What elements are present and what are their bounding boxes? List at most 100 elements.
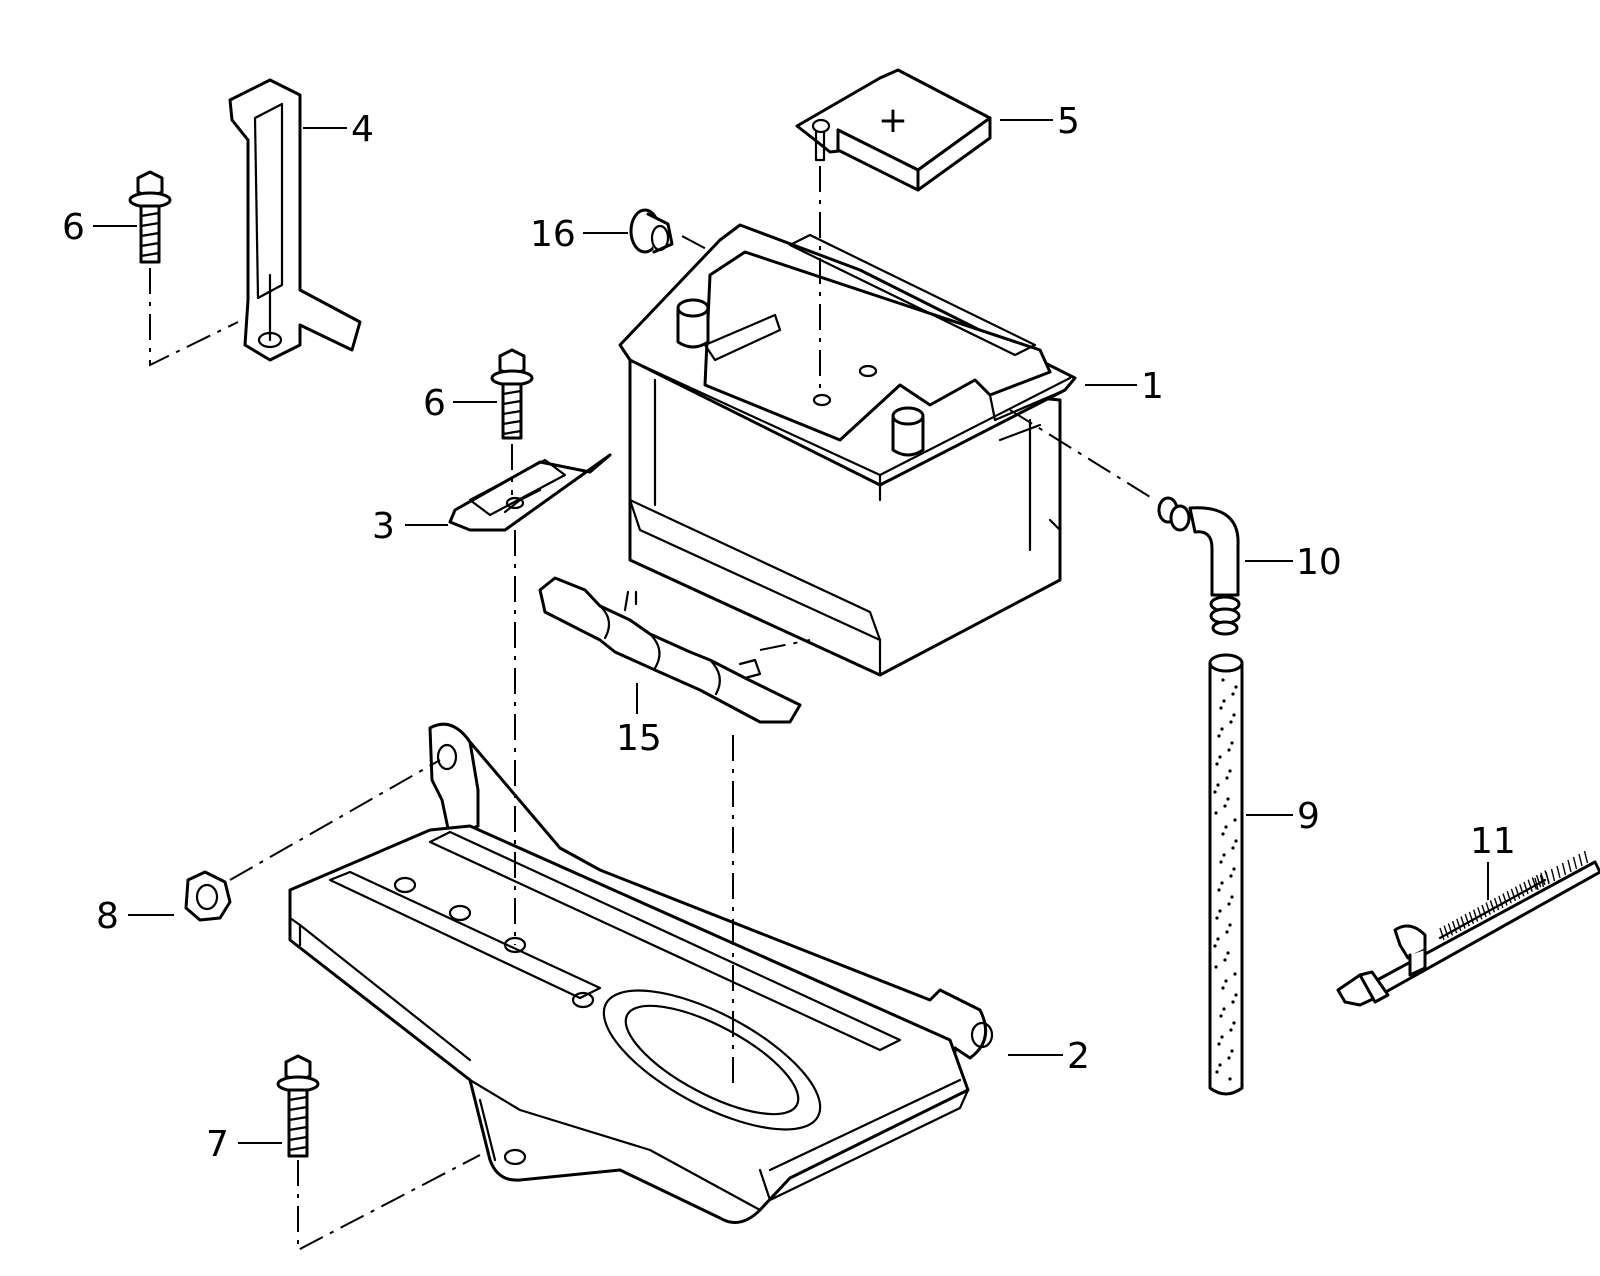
callout-9: 9 xyxy=(1297,796,1320,837)
cable-tie-teeth xyxy=(1439,850,1589,941)
hose-speckle xyxy=(1229,874,1233,878)
hose-speckle xyxy=(1221,678,1225,682)
hose-speckle xyxy=(1219,706,1223,710)
hose-speckle xyxy=(1221,986,1225,990)
cable-tie-tooth xyxy=(1485,902,1491,915)
hose-speckle xyxy=(1232,713,1236,717)
flange-nut-part xyxy=(184,870,232,922)
hose-speckle xyxy=(1226,797,1230,801)
hose-speckle xyxy=(1217,734,1221,738)
bolt-part-upper xyxy=(128,170,172,264)
cable-tie-tooth xyxy=(1498,895,1504,909)
hose-speckle xyxy=(1233,818,1237,822)
cable-tie-tooth xyxy=(1567,859,1572,873)
hose-speckle xyxy=(1219,860,1223,864)
hose-speckle xyxy=(1233,972,1237,976)
callout-10: 10 xyxy=(1296,542,1342,583)
cable-tie-tooth xyxy=(1561,862,1567,876)
cable-tie-tooth xyxy=(1534,877,1539,891)
cable-tie-tooth xyxy=(1472,909,1479,922)
cable-tie-tooth xyxy=(1535,874,1542,888)
clamp-plate-part xyxy=(448,453,612,532)
hose-speckle xyxy=(1232,1021,1236,1025)
hose-speckle xyxy=(1226,951,1230,955)
cable-tie-tooth xyxy=(1540,872,1546,886)
hose-speckle xyxy=(1216,783,1220,787)
callout-5: 5 xyxy=(1057,101,1080,142)
leader-lines xyxy=(93,119,1489,1144)
cable-tie-tooth xyxy=(1578,853,1583,867)
cable-tie-tooth xyxy=(1468,911,1475,925)
hose-speckle xyxy=(1222,853,1226,857)
cable-tie-part xyxy=(1336,850,1600,1007)
cable-tie-tooth xyxy=(1447,923,1454,936)
vent-hose-part xyxy=(1208,653,1244,1096)
callout-3: 3 xyxy=(372,506,395,547)
cable-tie-tooth xyxy=(1481,904,1487,918)
hose-speckle xyxy=(1227,1056,1231,1060)
cable-tie-tooth xyxy=(1439,927,1445,941)
hose-speckle xyxy=(1225,930,1229,934)
hose-speckle xyxy=(1228,769,1232,773)
hose-speckle xyxy=(1221,832,1225,836)
hose-speckle xyxy=(1218,1063,1222,1067)
hose-speckle xyxy=(1214,965,1218,969)
hose-speckle xyxy=(1225,776,1229,780)
cable-tie-tooth xyxy=(1456,918,1462,932)
callout-15: 15 xyxy=(616,718,662,759)
vent-elbow-part xyxy=(1157,496,1241,636)
cable-tie-tooth xyxy=(1489,900,1496,913)
hose-speckle xyxy=(1234,839,1238,843)
hose-speckle xyxy=(1224,825,1228,829)
hose-speckle xyxy=(1215,762,1219,766)
hose-speckle xyxy=(1230,741,1234,745)
cable-tie-tooth xyxy=(1493,897,1500,911)
hose-speckle xyxy=(1217,888,1221,892)
hose-speckle xyxy=(1228,923,1232,927)
hose-speckle xyxy=(1231,846,1235,850)
hose-speckle xyxy=(1220,727,1224,731)
battery-tray-part xyxy=(288,722,994,1224)
hose-speckle xyxy=(1218,909,1222,913)
cable-tie-tooth xyxy=(1464,913,1470,927)
cable-tie-tooth xyxy=(1527,879,1533,892)
hose-speckle xyxy=(1234,993,1238,997)
callout-11: 11 xyxy=(1470,821,1516,862)
cable-tie-tooth xyxy=(1477,907,1483,920)
bolt-part-middle xyxy=(490,348,534,440)
assembly-lines xyxy=(149,166,1156,1252)
cable-tie-tooth xyxy=(1556,865,1561,879)
callout-6-middle: 6 xyxy=(423,383,446,424)
bolt-part-lower xyxy=(276,1054,320,1158)
callout-6-upper: 6 xyxy=(62,207,85,248)
hose-speckle xyxy=(1229,720,1233,724)
hose-speckle xyxy=(1213,790,1217,794)
hose-speckle xyxy=(1227,748,1231,752)
hose-speckle xyxy=(1231,692,1235,696)
cable-tie-tooth xyxy=(1523,881,1529,895)
cable-tie-tooth xyxy=(1531,877,1538,890)
cable-tie-tooth xyxy=(1443,925,1449,938)
cable-tie-tooth xyxy=(1514,886,1521,899)
hose-speckle xyxy=(1222,1007,1226,1011)
callout-8: 8 xyxy=(96,896,119,937)
hose-speckle xyxy=(1223,958,1227,962)
hose-speckle xyxy=(1219,1014,1223,1018)
cable-tie-tooth xyxy=(1583,850,1589,864)
cable-tie-tooth xyxy=(1506,890,1512,904)
cable-tie-tooth xyxy=(1510,888,1517,902)
hose-speckle xyxy=(1230,895,1234,899)
hose-speckle xyxy=(1220,1035,1224,1039)
terminal-cover-plus-symbol: + xyxy=(878,100,908,141)
cable-tie-tooth xyxy=(1550,868,1556,882)
callout-7: 7 xyxy=(206,1124,229,1165)
hose-speckle xyxy=(1228,1077,1232,1081)
hose-speckle xyxy=(1232,867,1236,871)
cable-tie-tooth xyxy=(1539,874,1545,888)
terminal-cover-part: + xyxy=(795,68,992,192)
hose-speckle xyxy=(1214,811,1218,815)
holding-wedge-part xyxy=(538,576,802,724)
cable-tie-tooth xyxy=(1460,916,1466,929)
hose-speckle xyxy=(1220,881,1224,885)
